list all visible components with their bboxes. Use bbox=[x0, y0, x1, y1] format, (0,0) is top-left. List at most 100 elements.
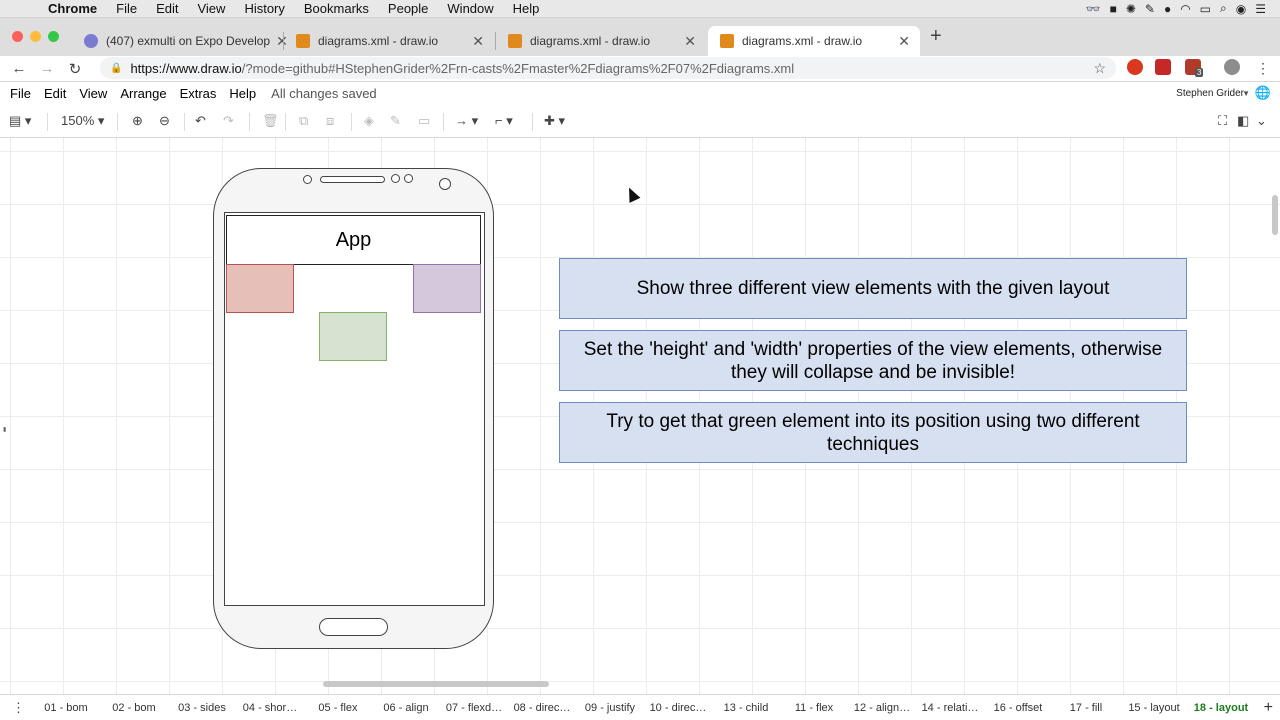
page-tab[interactable]: 15 - layout bbox=[1128, 701, 1180, 714]
record-icon[interactable]: ● bbox=[1163, 1, 1172, 16]
purple-view-element[interactable] bbox=[413, 264, 481, 313]
address-bar[interactable]: 🔒 https://www.draw.io/?mode=github#HStep… bbox=[100, 57, 1116, 79]
back-icon[interactable]: ← bbox=[11, 60, 27, 77]
chrome-menu-icon[interactable]: ⋮ bbox=[1256, 60, 1270, 76]
browser-tab-active[interactable]: diagrams.xml - draw.io ✕ bbox=[708, 26, 920, 56]
horizontal-scrollbar[interactable] bbox=[323, 681, 549, 687]
reload-icon[interactable]: ↻ bbox=[68, 60, 82, 78]
format-toggle-icon[interactable]: ◧ bbox=[1237, 113, 1250, 128]
pen-icon[interactable]: ✎ bbox=[1144, 1, 1155, 16]
drawio-menu-extras[interactable]: Extras bbox=[179, 85, 217, 101]
close-tab-icon[interactable]: ✕ bbox=[472, 32, 484, 49]
browser-tab[interactable]: diagrams.xml - draw.io ✕ bbox=[284, 26, 494, 56]
drawio-menu-file[interactable]: File bbox=[10, 85, 31, 101]
menu-history[interactable]: History bbox=[244, 1, 285, 16]
browser-tab[interactable]: diagrams.xml - draw.io ✕ bbox=[496, 26, 706, 56]
list-icon[interactable]: ☰ bbox=[1255, 1, 1266, 16]
close-tab-icon[interactable]: ✕ bbox=[898, 32, 910, 49]
waypoints-icon[interactable]: ⌐ ▾ bbox=[495, 113, 513, 128]
format-panel-icon[interactable]: ▤ ▾ bbox=[9, 113, 32, 128]
close-tab-icon[interactable]: ✕ bbox=[276, 32, 288, 49]
profile-avatar[interactable] bbox=[1224, 59, 1240, 75]
menu-chrome[interactable]: Chrome bbox=[48, 1, 98, 16]
extension-badge-count: 3 bbox=[1195, 68, 1204, 77]
maximize-window-button[interactable] bbox=[48, 31, 59, 42]
drawio-menu-arrange[interactable]: Arrange bbox=[120, 85, 167, 101]
note-box[interactable]: Show three different view elements with … bbox=[559, 258, 1187, 319]
page-tab[interactable]: 04 - shor… bbox=[242, 701, 298, 714]
wifi-icon[interactable]: ◠ bbox=[1180, 1, 1191, 16]
page-tab[interactable]: 06 - align bbox=[383, 701, 429, 714]
page-tab[interactable]: 11 - flex bbox=[794, 701, 834, 714]
page-tab[interactable]: 17 - fill bbox=[1069, 701, 1103, 714]
user-name[interactable]: Stephen Grider bbox=[1176, 87, 1244, 99]
search-icon[interactable]: ⌕ bbox=[1220, 1, 1227, 15]
glasses-icon[interactable]: 👓 bbox=[1085, 1, 1101, 16]
bookmark-star-icon[interactable]: ☆ bbox=[1093, 59, 1106, 76]
add-page-button[interactable]: + bbox=[1263, 698, 1273, 716]
page-tab[interactable]: 16 - offset bbox=[993, 701, 1043, 714]
page-tab[interactable]: 08 - direc… bbox=[513, 701, 571, 714]
zoom-out-icon[interactable]: ⊖ bbox=[159, 113, 170, 128]
insert-icon[interactable]: ✚ ▾ bbox=[544, 113, 566, 128]
siri-icon[interactable]: ◉ bbox=[1235, 1, 1247, 16]
battery-icon[interactable]: ▭ bbox=[1199, 1, 1212, 16]
drawio-menu-edit[interactable]: Edit bbox=[43, 85, 67, 101]
page-tab[interactable]: 10 - direc… bbox=[649, 701, 707, 714]
ublock-extension-icon[interactable] bbox=[1127, 59, 1143, 75]
page-tab[interactable]: 01 - bom bbox=[44, 701, 88, 714]
forward-icon[interactable]: → bbox=[39, 60, 55, 77]
undo-icon[interactable]: ↶ bbox=[195, 113, 206, 128]
lastpass-extension-icon[interactable] bbox=[1155, 59, 1171, 75]
green-view-element[interactable] bbox=[319, 312, 387, 361]
page-tab[interactable]: 09 - justify bbox=[584, 701, 636, 714]
drawio-menu-help[interactable]: Help bbox=[229, 85, 257, 101]
new-tab-button[interactable]: + bbox=[930, 25, 942, 47]
minimize-window-button[interactable] bbox=[30, 31, 41, 42]
note-box[interactable]: Set the 'height' and 'width' properties … bbox=[559, 330, 1187, 391]
line-color-icon[interactable]: ✎ bbox=[390, 113, 401, 128]
page-tab[interactable]: 02 - bom bbox=[112, 701, 156, 714]
vertical-scrollbar[interactable] bbox=[1272, 195, 1278, 235]
zoom-in-icon[interactable]: ⊕ bbox=[132, 113, 143, 128]
phone-home-button[interactable] bbox=[319, 618, 388, 636]
tab-title: diagrams.xml - draw.io bbox=[530, 34, 651, 48]
menu-window[interactable]: Window bbox=[447, 1, 494, 16]
page-tab-active[interactable]: 18 - layout bbox=[1193, 701, 1249, 714]
zoom-level-dropdown[interactable]: 150% ▾ bbox=[61, 113, 105, 128]
note-box[interactable]: Try to get that green element into its p… bbox=[559, 402, 1187, 463]
red-view-element[interactable] bbox=[226, 264, 294, 313]
page-tab[interactable]: 13 - child bbox=[723, 701, 769, 714]
redo-icon[interactable]: ↷ bbox=[223, 113, 234, 128]
shadow-icon[interactable]: ▭ bbox=[418, 113, 431, 128]
app-header-box[interactable]: App bbox=[226, 215, 481, 265]
to-back-icon[interactable]: ⧈ bbox=[326, 113, 335, 128]
page-tab[interactable]: 12 - align… bbox=[853, 701, 911, 714]
menu-edit[interactable]: Edit bbox=[156, 1, 179, 16]
elephant-icon[interactable]: ■ bbox=[1109, 1, 1117, 16]
drawio-menu-view[interactable]: View bbox=[79, 85, 108, 101]
globe-icon[interactable]: 🌐 bbox=[1254, 85, 1271, 100]
page-tab[interactable]: 03 - sides bbox=[178, 701, 226, 714]
menu-people[interactable]: People bbox=[387, 1, 429, 16]
sidebar-handle-icon[interactable]: ▮ bbox=[3, 427, 7, 433]
page-tab[interactable]: 05 - flex bbox=[318, 701, 358, 714]
page-tab[interactable]: 07 - flexd… bbox=[445, 701, 503, 714]
collapse-icon[interactable]: ⌄ bbox=[1256, 113, 1267, 128]
browser-tab[interactable]: (407) exmulti on Expo Develop ✕ bbox=[72, 26, 288, 56]
delete-icon[interactable]: 🗑 bbox=[262, 113, 279, 128]
menu-bookmarks[interactable]: Bookmarks bbox=[303, 1, 369, 16]
page-tab[interactable]: 14 - relati… bbox=[921, 701, 979, 714]
fill-color-icon[interactable]: ◈ bbox=[364, 113, 374, 128]
close-window-button[interactable] bbox=[12, 31, 23, 42]
menu-help[interactable]: Help bbox=[512, 1, 540, 16]
pages-menu-icon[interactable]: ⋮ bbox=[12, 699, 25, 715]
menu-file[interactable]: File bbox=[116, 1, 138, 16]
to-front-icon[interactable]: ⧉ bbox=[299, 113, 309, 128]
hedgehog-icon[interactable]: ✺ bbox=[1125, 1, 1136, 16]
menu-view[interactable]: View bbox=[197, 1, 226, 16]
close-tab-icon[interactable]: ✕ bbox=[684, 32, 696, 49]
connection-icon[interactable]: → ▾ bbox=[455, 113, 479, 128]
chevron-down-icon[interactable]: ▼ bbox=[1242, 88, 1250, 98]
fullscreen-icon[interactable]: ⛶ bbox=[1218, 113, 1228, 128]
